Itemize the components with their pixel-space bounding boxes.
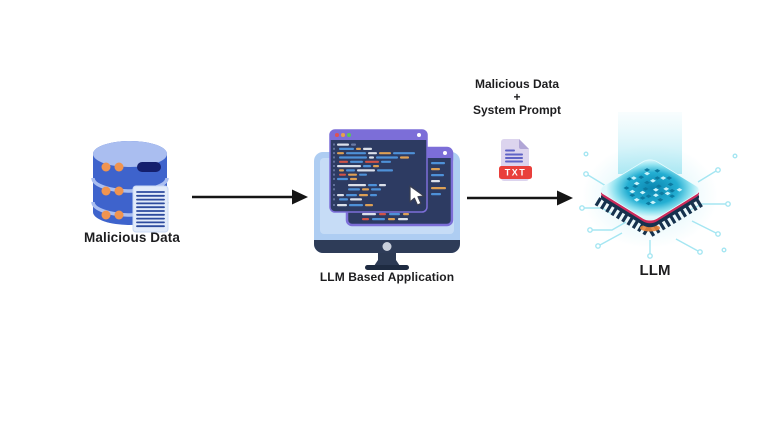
database-icon xyxy=(91,141,169,233)
txt-file-icon: TXT xyxy=(499,139,532,181)
monitor-base xyxy=(365,265,409,270)
file-type-label: TXT xyxy=(505,168,527,178)
llm-app-label: LLM Based Application xyxy=(319,270,455,284)
file-type-banner xyxy=(499,166,532,179)
monitor-bezel-dot xyxy=(382,242,392,251)
chip-pins xyxy=(594,197,706,239)
chip-top-face xyxy=(600,159,700,221)
code-lines xyxy=(337,143,415,207)
payload-line-3: System Prompt xyxy=(472,103,562,117)
payload-line-1: Malicious Data xyxy=(474,77,560,91)
cursor-arrow-icon xyxy=(409,185,425,206)
code-gutter xyxy=(333,143,335,206)
monitor-stand xyxy=(374,253,400,266)
window-dot-red xyxy=(335,133,339,137)
window-dot-orange xyxy=(341,133,345,137)
payload-line-2: + xyxy=(513,90,521,104)
monitor-code-icon xyxy=(314,129,460,270)
arrow-right-1 xyxy=(192,189,308,205)
cpu-chip-icon xyxy=(579,112,738,259)
code-lines xyxy=(362,162,446,221)
document-lines-icon xyxy=(132,185,169,233)
file-fold-corner xyxy=(519,139,529,149)
arrow-right-2 xyxy=(467,190,573,206)
malicious-data-label: Malicious Data xyxy=(84,230,180,245)
code-window-front xyxy=(329,129,428,213)
window-dot-white xyxy=(417,133,421,137)
file-text-lines xyxy=(505,149,523,163)
llm-label: LLM xyxy=(639,262,671,279)
payload-text: Malicious Data + System Prompt xyxy=(444,78,590,117)
window-dot-green xyxy=(347,133,351,137)
